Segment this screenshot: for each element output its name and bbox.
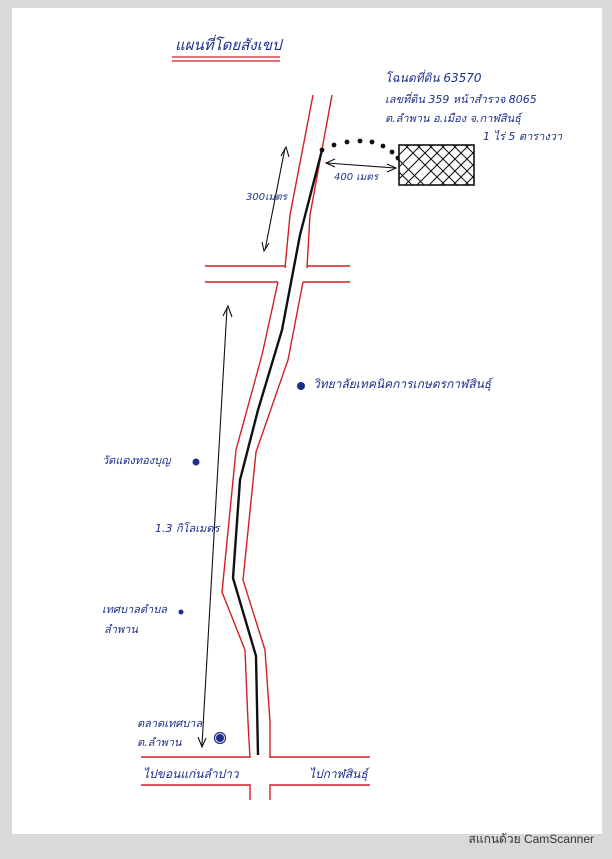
landmark-college: วิทยาลัยเทคนิคการเกษตรกาฬสินธุ์: [313, 377, 492, 391]
landmark-office-sub: ลำพาน: [104, 623, 138, 636]
dotted-path: [319, 138, 401, 161]
plot-hatch-icon: [398, 144, 475, 186]
deed-parcel: เลขที่ดิน 359 หน้าสำรวจ 8065: [385, 93, 537, 106]
landmark-office: เทศบาลตำบล: [102, 603, 167, 616]
landmark-market: ตลาดเทศบาล: [137, 717, 203, 730]
distance-plot-label: 400 เมตร: [334, 172, 379, 183]
scanner-footer: สแกนด้วย CamScanner: [468, 832, 594, 846]
deed-number: โฉนดที่ดิน 63570: [385, 71, 482, 85]
title-underline: [172, 56, 280, 62]
deed-location: ต.ลำพาน อ.เมือง จ.กาฬสินธุ์: [385, 112, 521, 125]
distance-junction-label: 300เมตร: [246, 192, 287, 203]
main-road-edges: [141, 94, 370, 800]
distance-main-road-label: 1.3 กิโลเมตร: [155, 522, 220, 535]
dimension-arrows: [197, 145, 398, 749]
deed-area: 1 ไร่ 5 ตารางวา: [483, 130, 563, 143]
landmark-dot-icon: [178, 382, 305, 742]
road-right-label: ไปกาฬสินธุ์: [309, 767, 368, 781]
scanned-page: [12, 8, 602, 834]
landmark-temple: วัดแดงทองบุญ: [102, 454, 171, 467]
road-left-label: ไปขอนแก่นลำปาว: [143, 767, 239, 781]
route-line: [231, 149, 324, 756]
page-title: แผนที่โดยสังเขป: [175, 36, 282, 54]
landmark-market-sub: ต.ลำพาน: [137, 736, 182, 749]
